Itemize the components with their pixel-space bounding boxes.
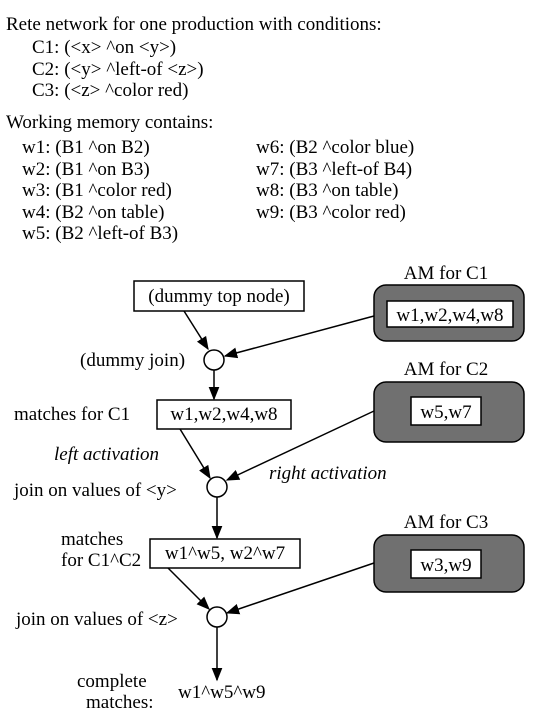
join-z-node <box>206 606 228 628</box>
matches-c1c2-box <box>149 538 301 569</box>
dummy-top-node <box>133 280 305 312</box>
am-c2-inner <box>410 396 482 426</box>
am-c2-title: AM for C2 <box>404 359 488 380</box>
matches-c1c2-label-1: matches <box>61 529 123 550</box>
dummy-join-node <box>203 349 225 371</box>
am-c3-title: AM for C3 <box>404 512 488 533</box>
join-y-node <box>206 476 228 498</box>
arrow-am-c1-to-dummy-join <box>223 315 375 359</box>
wm-item: w5: (B2 ^left-of B3) <box>22 223 179 244</box>
arrow-am-c3-to-join-z <box>225 562 375 615</box>
am-c3-inner <box>410 549 482 579</box>
arrow-matches-c1c2-to-join-z <box>167 567 210 610</box>
title: Rete network for one production with con… <box>6 14 382 35</box>
am-c2-value: w5,w7 <box>420 402 471 423</box>
dummy-join-label: (dummy join) <box>80 350 185 371</box>
condition-c1: C1: (<x> ^on <y>) <box>32 37 177 58</box>
complete-label-1: complete <box>77 671 147 692</box>
wm-item: w6: (B2 ^color blue) <box>256 137 415 158</box>
matches-c1c2-label-2: for C1^C2 <box>61 550 141 571</box>
wm-item: w3: (B1 ^color red) <box>22 180 172 201</box>
complete-label-2: matches: <box>86 692 154 713</box>
left-activation-label: left activation <box>54 444 159 465</box>
matches-c1-box <box>156 399 292 430</box>
wm-item: w2: (B1 ^on B3) <box>22 159 150 180</box>
arrow-top-to-dummy-join <box>183 310 209 351</box>
am-c1-inner <box>386 300 514 328</box>
complete-value: w1^w5^w9 <box>178 682 266 703</box>
am-c1-value: w1,w2,w4,w8 <box>396 305 503 326</box>
dummy-top-label: (dummy top node) <box>148 286 289 307</box>
arrow-am-c2-to-join-y <box>225 410 375 481</box>
condition-c2: C2: (<y> ^left-of <z>) <box>32 59 204 80</box>
matches-c1-value: w1,w2,w4,w8 <box>170 404 277 425</box>
wm-item: w4: (B2 ^on table) <box>22 202 165 223</box>
wm-item: w9: (B3 ^color red) <box>256 202 406 223</box>
join-y-label: join on values of <y> <box>13 480 177 501</box>
condition-c3: C3: (<z> ^color red) <box>32 80 189 101</box>
am-c1-title: AM for C1 <box>404 263 488 284</box>
arrow-matches-c1-to-join-y <box>179 428 211 480</box>
am-c3-value: w3,w9 <box>420 555 471 576</box>
matches-c1-label: matches for C1 <box>14 404 130 425</box>
wm-heading: Working memory contains: <box>6 112 214 133</box>
join-z-label: join on values of <z> <box>15 609 178 630</box>
wm-item: w7: (B3 ^left-of B4) <box>256 159 413 180</box>
wm-item: w8: (B3 ^on table) <box>256 180 399 201</box>
wm-item: w1: (B1 ^on B2) <box>22 137 150 158</box>
matches-c1c2-value: w1^w5, w2^w7 <box>165 543 285 564</box>
right-activation-label: right activation <box>269 463 387 484</box>
